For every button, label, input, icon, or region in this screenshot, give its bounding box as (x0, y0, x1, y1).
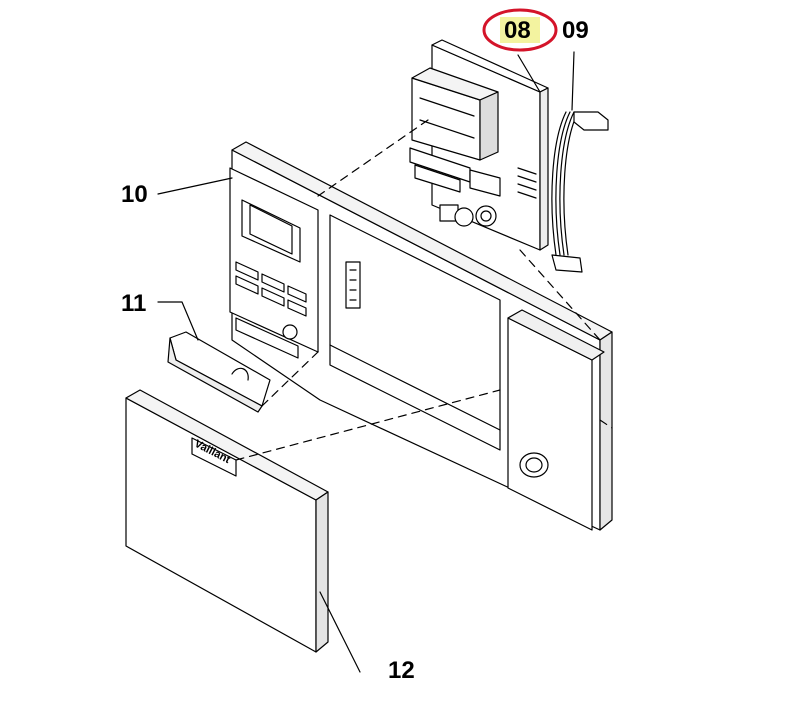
callout-12: 12 (388, 657, 415, 684)
part-09-wire-harness (551, 51, 609, 273)
assembly-guide-lines (235, 119, 613, 461)
callout-09: 09 (562, 17, 589, 44)
highlight-circle (482, 8, 558, 52)
callout-11: 11 (121, 290, 147, 317)
part-12-front-cover (125, 389, 361, 673)
part-08-circuit-board (409, 39, 549, 251)
part-10-control-housing (157, 141, 613, 531)
highlight-background (500, 17, 540, 43)
part-11-cover-flap (157, 301, 271, 413)
callout-08: 08 (504, 17, 531, 44)
callout-10: 10 (121, 181, 148, 208)
